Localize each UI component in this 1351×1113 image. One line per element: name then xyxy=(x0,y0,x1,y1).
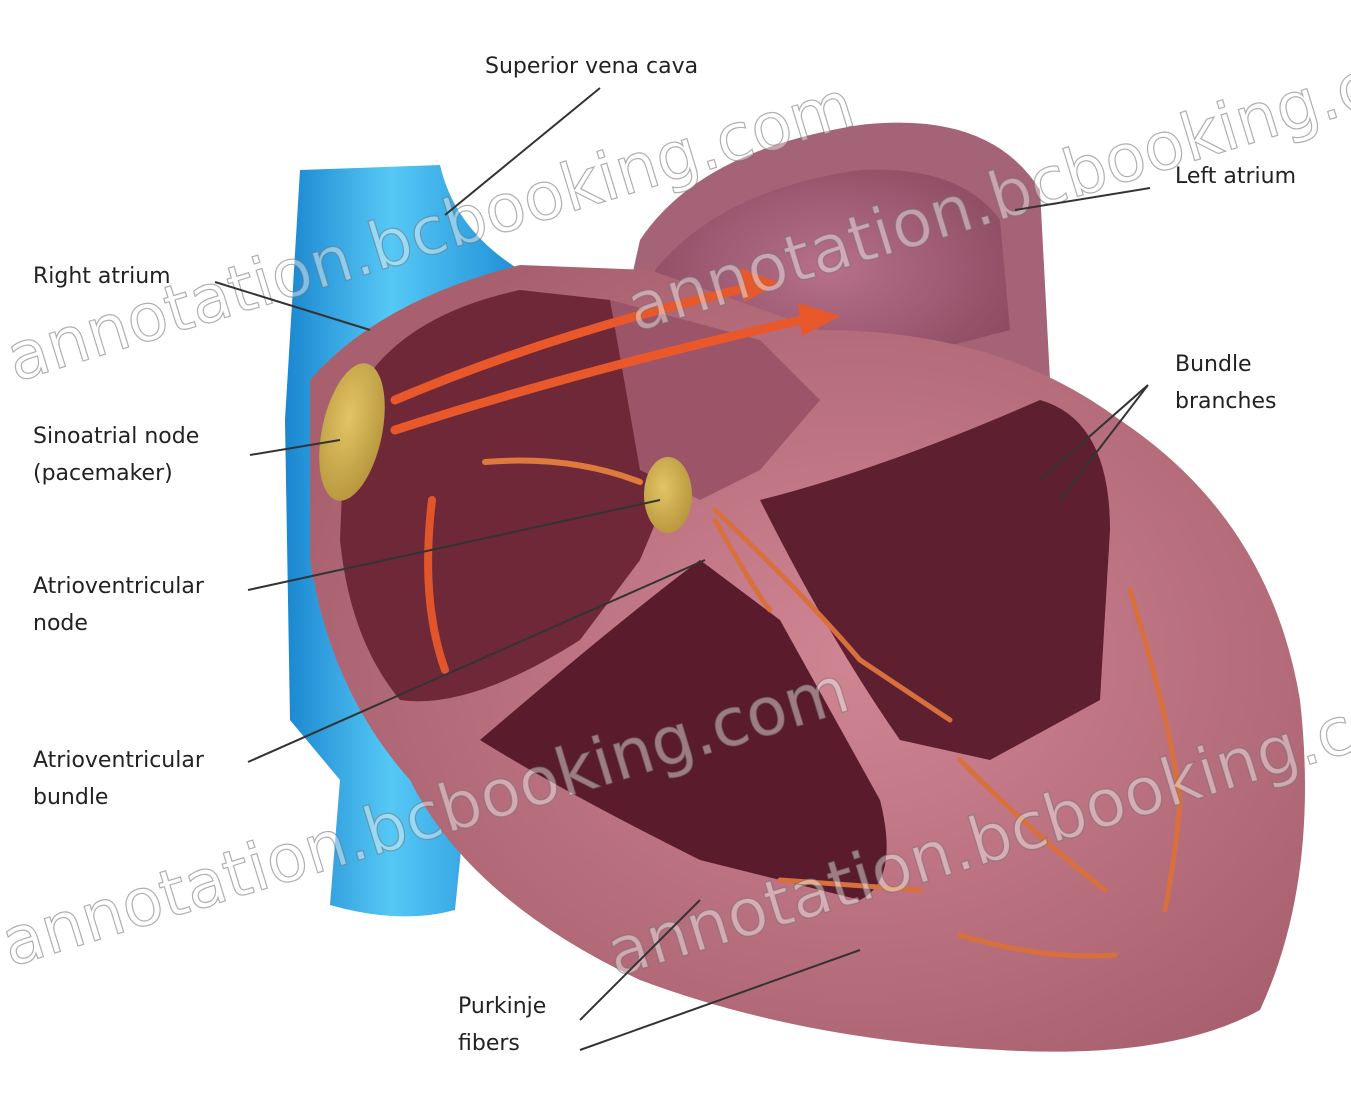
label-right-atrium: Right atrium xyxy=(33,258,171,295)
leader-bundle-branches-b xyxy=(1060,385,1148,500)
label-superior-vena-cava: Superior vena cava xyxy=(485,48,698,85)
leader-bundle-branches-a xyxy=(1040,385,1148,480)
label-purkinje-fibers: Purkinje fibers xyxy=(458,988,546,1062)
leader-atrioventricular-node xyxy=(248,500,660,590)
label-atrioventricular-bundle: Atrioventricular bundle xyxy=(33,742,204,816)
leader-left-atrium xyxy=(1015,188,1150,210)
leader-right-atrium xyxy=(215,282,370,330)
label-left-atrium: Left atrium xyxy=(1175,158,1296,195)
leader-atrioventricular-bundle xyxy=(248,560,705,762)
label-bundle-branches: Bundle branches xyxy=(1175,346,1276,420)
leader-purkinje-a xyxy=(580,900,700,1020)
leader-sinoatrial-node xyxy=(250,440,340,455)
label-sinoatrial-node: Sinoatrial node (pacemaker) xyxy=(33,418,199,492)
leader-superior-vena-cava xyxy=(445,88,600,215)
label-atrioventricular-node: Atrioventricular node xyxy=(33,568,204,642)
leader-purkinje-b xyxy=(580,950,860,1050)
